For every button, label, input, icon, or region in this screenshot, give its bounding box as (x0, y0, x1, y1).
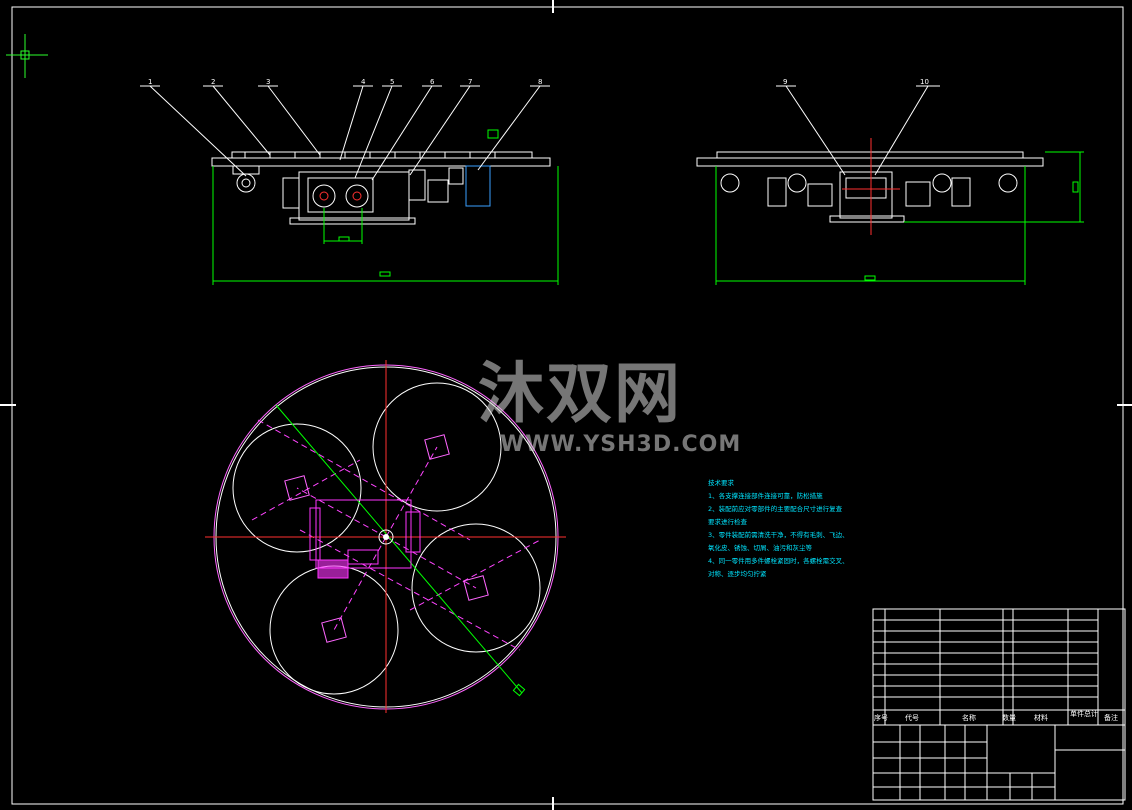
header-total: 总计 (1084, 710, 1098, 718)
balloon-10: 10 (920, 78, 929, 86)
tech-requirement-line: 要求进行检查 (708, 518, 747, 526)
tech-requirement-line: 3、零件装配前需清洗干净，不得有毛刺、飞边、 (708, 531, 849, 539)
tech-requirement-line: 对称、逐步均匀拧紧 (708, 570, 767, 578)
balloon-5: 5 (390, 78, 394, 86)
balloon-9: 9 (783, 78, 787, 86)
balloon-4: 4 (361, 78, 366, 86)
left-elevation-view: 1 2 3 4 5 6 7 8 (140, 78, 559, 285)
header-qty: 数量 (1002, 714, 1016, 722)
title-block (872, 608, 1126, 801)
crosshair-cursor-icon (6, 34, 48, 78)
balloon-7: 7 (468, 78, 472, 86)
watermark-text: 沐双网 (478, 355, 682, 432)
balloon-6: 6 (430, 78, 435, 86)
header-unit: 单件 (1070, 710, 1084, 718)
tech-requirement-line: 氧化皮、锈蚀、切屑、油污和灰尘等 (708, 544, 812, 552)
balloon-8: 8 (538, 78, 542, 86)
tech-requirement-line: 1、各支撑连接部件连接可靠，防松措施 (708, 492, 823, 500)
watermark-url: WWW.YSH3D.COM (500, 432, 742, 457)
balloon-2: 2 (211, 78, 215, 86)
header-name: 名称 (962, 714, 976, 722)
header-material: 材料 (1034, 714, 1048, 722)
balloon-1: 1 (148, 78, 152, 86)
tech-requirement-line: 4、同一零件用多件螺栓紧固时，各螺栓需交叉、 (708, 557, 849, 565)
right-elevation-view: 9 10 (696, 78, 1084, 285)
tech-requirements: 技术要求 1、各支撑连接部件连接可靠，防松措施 2、装配前应对零部件的主要配合尺… (708, 477, 858, 581)
tech-requirement-line: 2、装配前应对零部件的主要配合尺寸进行复查 (708, 505, 843, 513)
tech-requirements-title: 技术要求 (708, 479, 734, 487)
balloon-3: 3 (266, 78, 270, 86)
header-remarks: 备注 (1104, 714, 1118, 722)
header-code: 代号 (905, 714, 919, 722)
header-index: 序号 (874, 714, 888, 722)
plan-view (205, 360, 566, 713)
